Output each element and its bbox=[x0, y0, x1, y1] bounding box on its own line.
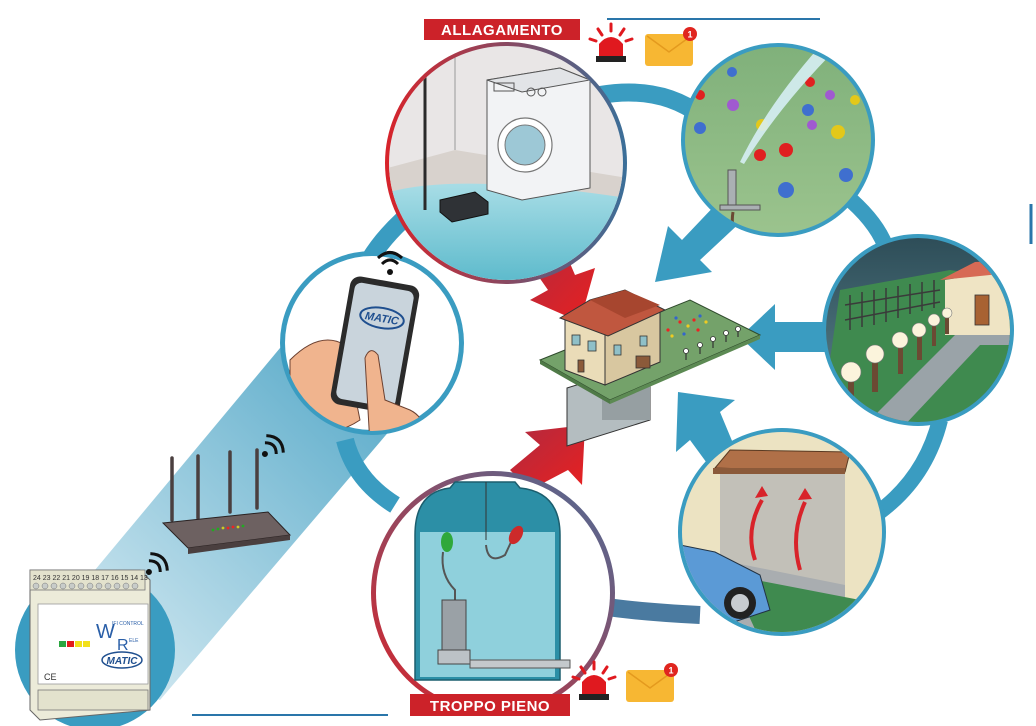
flowers bbox=[694, 67, 860, 198]
ring-segment-right-bottom bbox=[870, 417, 948, 522]
wifi-icon bbox=[376, 251, 404, 275]
svg-text:TROPPO PIENO: TROPPO PIENO bbox=[430, 698, 550, 715]
arrow-from-tank bbox=[510, 425, 585, 490]
label-flooding: ALLAGAMENTO bbox=[424, 19, 580, 40]
matic-logo: MATIC bbox=[364, 310, 401, 328]
wifi-icon bbox=[261, 434, 285, 458]
control-device: 24 23 22 21 20 19 18 17 16 15 14 13 W IF… bbox=[15, 569, 175, 726]
led-wifi bbox=[59, 641, 66, 647]
scene-smartphone[interactable]: MATIC bbox=[280, 251, 464, 445]
ring-segment-bottom bbox=[598, 597, 701, 624]
scene-water-tank[interactable] bbox=[371, 471, 615, 715]
terminal-labels: 24 23 22 21 20 19 18 17 16 15 14 13 bbox=[33, 575, 148, 582]
email-notification-icon: 1 bbox=[626, 663, 678, 702]
device-title-w: W bbox=[96, 621, 115, 643]
ce-mark: CE bbox=[44, 672, 57, 682]
siren-icon bbox=[588, 22, 634, 62]
svg-text:1: 1 bbox=[687, 30, 692, 40]
led-pump-2 bbox=[83, 641, 90, 647]
svg-text:ALLAGAMENTO: ALLAGAMENTO bbox=[441, 22, 563, 39]
siren-icon bbox=[571, 660, 617, 700]
led-pump-1 bbox=[75, 641, 82, 647]
svg-text:IFI CONTROL: IFI CONTROL bbox=[112, 621, 144, 627]
arrow-from-irrigation bbox=[655, 200, 745, 282]
scene-flooding[interactable] bbox=[380, 40, 640, 300]
email-notification-icon: 1 bbox=[645, 27, 697, 66]
led-alarm bbox=[67, 641, 74, 647]
ring-segment-lower-left bbox=[336, 437, 400, 513]
wifi-router bbox=[161, 448, 292, 554]
scene-lighting[interactable] bbox=[820, 230, 1020, 430]
svg-text:ELE: ELE bbox=[129, 638, 139, 644]
matic-logo: MATIC bbox=[107, 656, 139, 667]
scene-irrigation[interactable] bbox=[670, 35, 890, 240]
arrow-from-lighting bbox=[740, 304, 830, 370]
label-overflow: TROPPO PIENO bbox=[410, 694, 570, 716]
svg-text:1: 1 bbox=[668, 666, 673, 676]
wifi-icon bbox=[145, 552, 169, 576]
house-illustration bbox=[538, 289, 762, 447]
device-title-r: R bbox=[117, 637, 129, 654]
